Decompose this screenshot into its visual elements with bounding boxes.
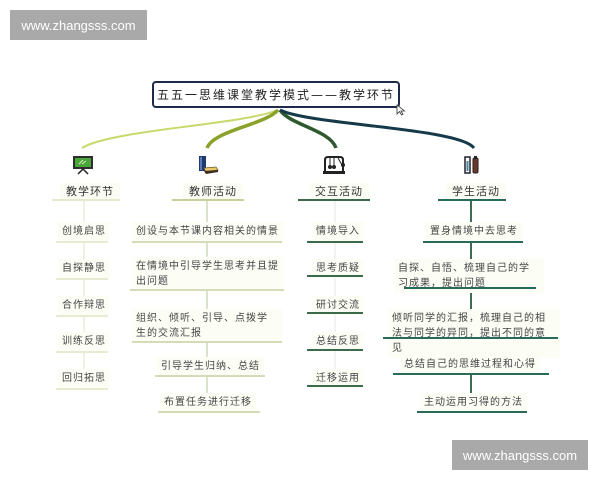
item-underline (56, 351, 108, 353)
category-underline (52, 199, 120, 201)
item-underline (130, 289, 284, 291)
category-label[interactable]: 教学环节 (60, 183, 120, 199)
list-item[interactable]: 情境导入 (312, 222, 364, 241)
item-underline (56, 388, 108, 390)
list-item[interactable]: 训练反思 (58, 332, 110, 351)
item-underline (307, 275, 363, 277)
list-item[interactable]: 组织、倾听、引导、点拨学生的交流汇报 (132, 309, 282, 343)
blackboard-icon (73, 156, 93, 175)
mouse-cursor-icon (396, 104, 406, 116)
item-underline (56, 241, 108, 243)
item-underline (307, 349, 363, 351)
category-underline (298, 199, 370, 201)
category-underline (172, 199, 244, 201)
list-item[interactable]: 创境启思 (58, 222, 110, 241)
item-underline (155, 375, 265, 377)
item-underline (307, 241, 363, 243)
test-tubes-icon (464, 156, 479, 174)
list-item[interactable]: 倾听同学的汇报，梳理自己的相法与同学的异同，提出不同的意见 (388, 309, 560, 358)
list-item[interactable]: 引导学生归纳、总结 (157, 357, 264, 376)
item-underline (404, 287, 536, 289)
category-underline (438, 199, 506, 201)
list-item[interactable]: 创设与本节课内容相关的情景 (132, 222, 284, 241)
item-underline (56, 315, 108, 317)
item-underline (417, 411, 527, 413)
category-label[interactable]: 交互活动 (309, 183, 369, 199)
list-item[interactable]: 总结反思 (312, 332, 364, 351)
newtons-cradle-icon (323, 156, 345, 174)
list-item[interactable]: 主动运用习得的方法 (420, 393, 527, 412)
category-label[interactable]: 学生活动 (446, 183, 506, 199)
list-item[interactable]: 置身情境中去思考 (426, 222, 522, 241)
list-item[interactable]: 总结自己的思维过程和心得 (400, 355, 540, 374)
list-item[interactable]: 合作辩思 (58, 296, 110, 315)
list-item[interactable]: 自探静思 (58, 259, 110, 278)
item-underline (132, 241, 282, 243)
root-node[interactable]: 五五一思维课堂教学模式——教学环节 (152, 81, 400, 108)
list-item[interactable]: 回归拓思 (58, 369, 110, 388)
item-underline (56, 278, 108, 280)
list-item[interactable]: 迁移运用 (312, 369, 364, 388)
category-label[interactable]: 教师活动 (183, 183, 243, 199)
list-item[interactable]: 布置任务进行迁移 (160, 393, 256, 412)
item-underline (423, 241, 523, 243)
item-underline (307, 312, 363, 314)
watermark-bottom: www.zhangsss.com (452, 440, 588, 470)
item-underline (132, 341, 282, 343)
item-underline (158, 411, 260, 413)
watermark-top: www.zhangsss.com (10, 10, 147, 40)
item-underline (383, 337, 558, 339)
list-item[interactable]: 研讨交流 (312, 296, 364, 315)
books-icon (199, 156, 219, 174)
item-underline (393, 373, 549, 375)
list-item[interactable]: 在情境中引导学生思考并且提出问题 (132, 257, 284, 291)
item-underline (307, 385, 363, 387)
list-item[interactable]: 思考质疑 (312, 259, 364, 278)
